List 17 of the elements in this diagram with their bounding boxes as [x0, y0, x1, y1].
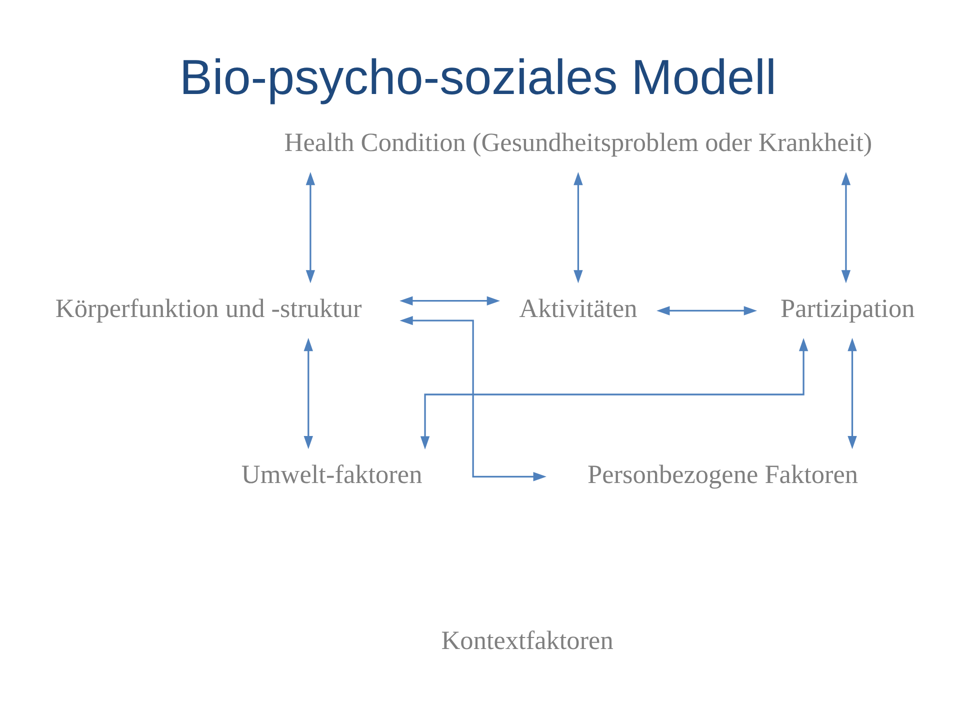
- node-text: Partizipation: [780, 294, 914, 323]
- node-text: Körperfunktion und -struktur: [54, 294, 362, 323]
- arrow: [656, 306, 757, 316]
- arrow: [399, 296, 500, 306]
- arrow: [420, 338, 808, 450]
- label: Kontextfaktoren: [440, 626, 613, 655]
- diagram-title: Bio-psycho-soziales Modell: [179, 50, 776, 105]
- node-text: Umwelt-faktoren: [240, 460, 422, 489]
- arrow: [399, 316, 546, 482]
- node-text: Health Condition (Gesundheitsproblem oder Krankheit): [284, 128, 872, 158]
- arrow: [847, 338, 856, 450]
- arrow: [305, 172, 315, 284]
- arrow: [573, 172, 582, 284]
- arrow: [303, 338, 312, 450]
- arrow: [840, 172, 850, 284]
- node-text: Aktivitäten: [518, 294, 637, 323]
- node-text: Personbezogene Faktoren: [586, 460, 858, 489]
